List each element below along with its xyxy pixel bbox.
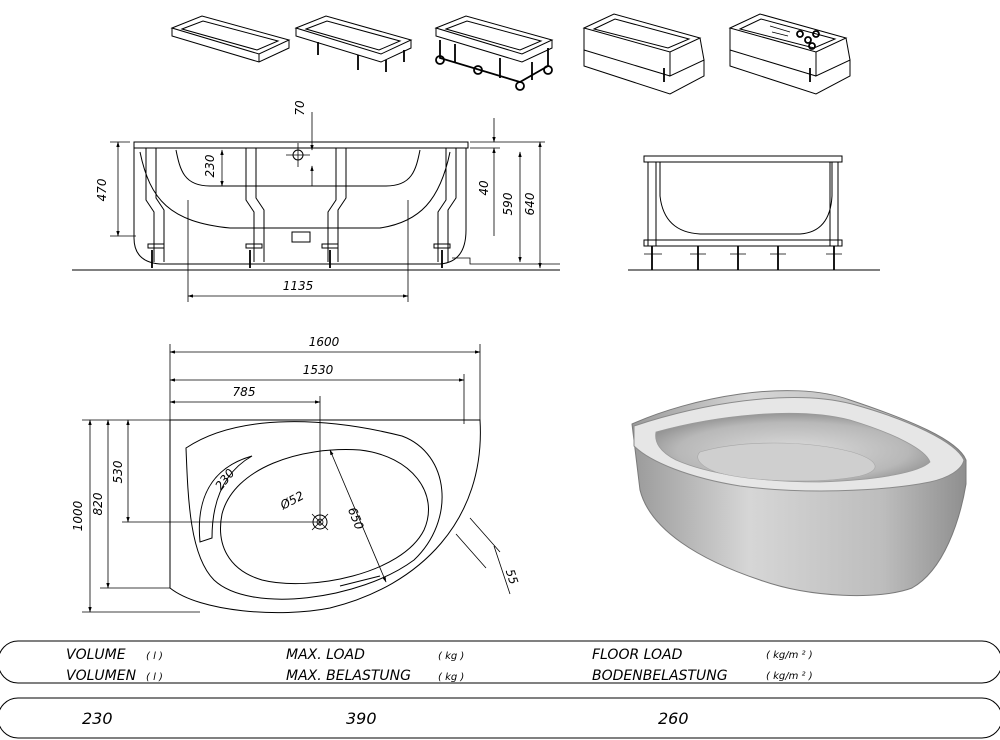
dim-590: 590 <box>501 192 515 215</box>
side-elevation-view <box>628 155 880 271</box>
floor-value: 260 <box>658 709 689 728</box>
bathtub-render <box>631 390 967 597</box>
volume-label-de: VOLUMEN <box>66 668 137 684</box>
load-value: 390 <box>346 709 377 728</box>
volume-unit-2: ( l ) <box>146 672 163 683</box>
dim-55: 55 <box>503 567 521 586</box>
dim-1000: 1000 <box>71 500 85 531</box>
volume-label-en: VOLUME <box>66 647 126 663</box>
load-unit-1: ( kg ) <box>438 651 464 662</box>
dim-470: 470 <box>95 178 109 201</box>
variant-tub-with-panel <box>582 13 705 95</box>
dim-530: 530 <box>111 460 125 483</box>
floor-unit-2: ( kg/m ² ) <box>766 671 813 682</box>
variant-tub-with-legs <box>294 15 413 72</box>
dim-230: 230 <box>203 154 217 177</box>
dim-40: 40 <box>477 180 491 196</box>
dim-820: 820 <box>91 492 105 515</box>
load-label-de: MAX. BELASTUNG <box>286 668 411 684</box>
dim-drain-diameter: Ø52 <box>277 488 306 512</box>
floor-unit-1: ( kg/m ² ) <box>766 650 813 661</box>
variant-tub-with-frame <box>434 15 554 91</box>
load-unit-2: ( kg ) <box>438 672 464 683</box>
jet-icon <box>796 30 804 38</box>
spec-value-frame <box>0 697 1000 739</box>
volume-unit-1: ( l ) <box>146 651 163 662</box>
variant-tub-only <box>170 15 291 63</box>
spec-header-frame <box>0 640 1000 684</box>
dim-1530: 1530 <box>303 363 334 377</box>
spec-table: VOLUME VOLUMEN ( l ) ( l ) MAX. LOAD MAX… <box>0 640 1000 739</box>
dim-640: 640 <box>523 192 537 215</box>
volume-value: 230 <box>82 709 113 728</box>
dim-785: 785 <box>233 385 256 399</box>
dim-1135: 1135 <box>283 279 314 293</box>
floor-label-en: FLOOR LOAD <box>592 647 683 663</box>
plan-view: 1600 1530 785 1000 820 530 230 Ø52 650 5… <box>71 335 521 614</box>
dim-1600: 1600 <box>309 335 340 349</box>
front-elevation-view: 470 230 70 40 590 640 1135 <box>72 100 560 302</box>
dim-70: 70 <box>293 100 307 116</box>
floor-label-de: BODENBELASTUNG <box>592 668 728 684</box>
variant-tub-with-panel-and-jets <box>728 13 851 95</box>
load-label-en: MAX. LOAD <box>286 647 365 663</box>
